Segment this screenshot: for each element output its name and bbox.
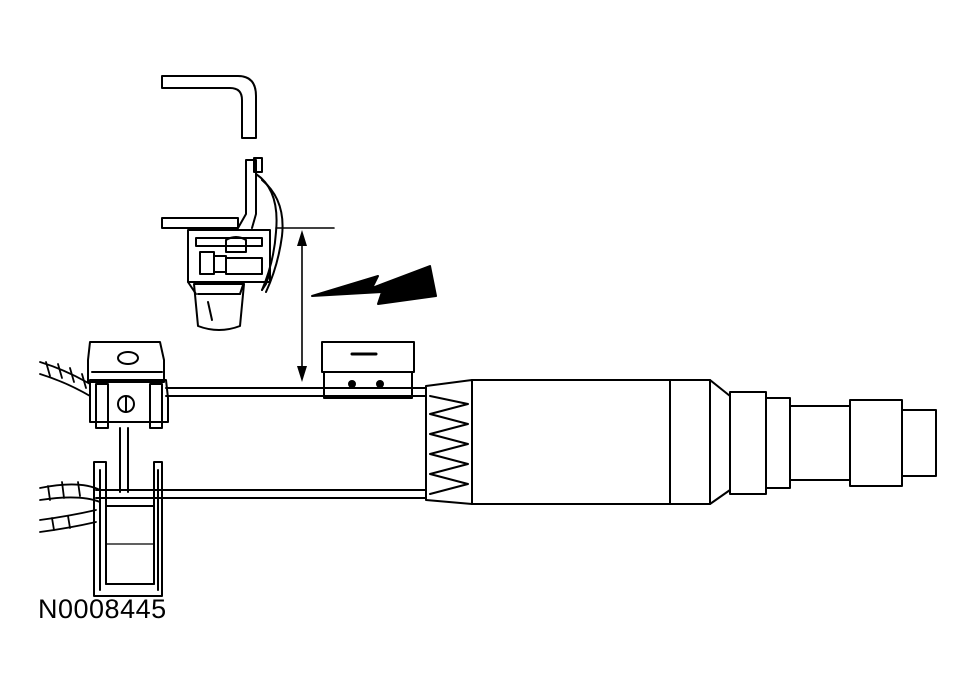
direction-arrow-icon — [312, 266, 436, 304]
upper-rail — [166, 388, 426, 396]
detached-bracket — [162, 76, 256, 138]
figure-reference-id: N0008445 — [38, 594, 167, 624]
rail-clip — [322, 342, 414, 398]
lower-rail — [96, 490, 426, 498]
left-connector — [88, 342, 168, 492]
clip-assembly — [162, 158, 283, 330]
wiring-harness — [40, 362, 100, 532]
shaft-assembly — [426, 380, 936, 504]
dimension-line — [276, 228, 334, 382]
